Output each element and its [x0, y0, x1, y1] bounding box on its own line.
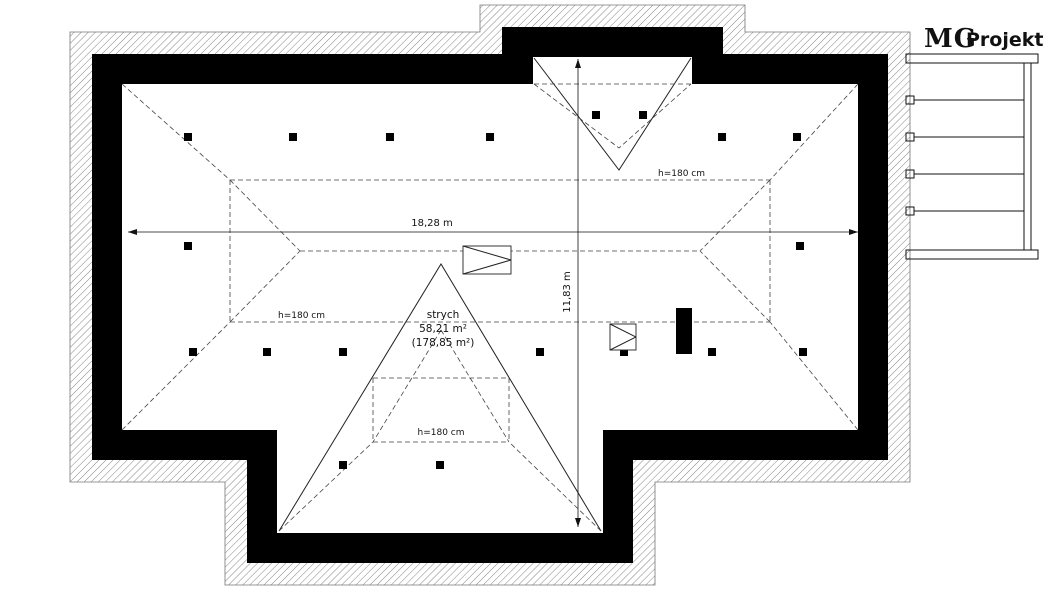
room-name: strych	[427, 309, 460, 321]
post-marker	[184, 242, 192, 250]
post-marker	[639, 111, 647, 119]
post-marker	[189, 348, 197, 356]
height-label-left: h=180 cm	[278, 311, 325, 321]
post-marker	[263, 348, 271, 356]
dormer-valley-lines	[533, 57, 692, 171]
post-marker	[796, 242, 804, 250]
post-marker	[436, 461, 444, 469]
post-marker	[799, 348, 807, 356]
post-marker	[793, 133, 801, 141]
post-marker	[486, 133, 494, 141]
post-marker	[620, 348, 628, 356]
logo-mg: MG	[924, 24, 977, 54]
roof-contour-lines-main	[121, 83, 859, 431]
room-label: strych 58,21 m² (178,85 m²)	[412, 309, 475, 349]
roof-window-large	[462, 245, 512, 275]
dimension-width-label: 18,28 m	[411, 218, 453, 229]
post-marker	[708, 348, 716, 356]
height-label-top: h=180 cm	[658, 169, 705, 179]
post-marker	[184, 133, 192, 141]
dimension-height-label: 11,83 m	[562, 271, 573, 313]
chimney	[676, 308, 692, 354]
logo-projekt: Projekt	[966, 29, 1043, 51]
wing-valley-lines	[278, 263, 602, 532]
post-marker	[289, 133, 297, 141]
dormer-contour-lines	[533, 83, 692, 149]
height-label-bottom: h=180 cm	[418, 428, 465, 438]
pergola	[905, 53, 1039, 260]
roof-window-small	[609, 323, 637, 351]
post-marker	[339, 461, 347, 469]
post-marker	[718, 133, 726, 141]
logo: MG Projekt	[924, 24, 1043, 54]
post-marker	[592, 111, 600, 119]
post-marker	[339, 348, 347, 356]
post-marker	[536, 348, 544, 356]
attic-floor	[122, 57, 858, 533]
post-marker	[386, 133, 394, 141]
post-markers	[184, 111, 807, 469]
room-area-total: (178,85 m²)	[412, 337, 475, 349]
room-area: 58,21 m²	[419, 323, 467, 335]
wing-contour-lines	[278, 329, 602, 532]
